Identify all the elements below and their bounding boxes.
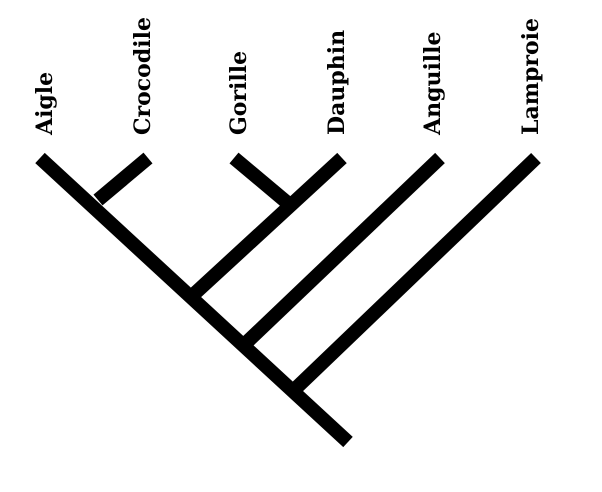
tree-branches <box>35 152 541 448</box>
taxon-label-aigle: Aigle <box>32 72 58 136</box>
branch-lamproie <box>287 152 541 398</box>
taxon-label-lamproie: Lamproie <box>518 18 544 135</box>
branch-anguille <box>241 152 445 349</box>
branch-gorille <box>229 152 295 211</box>
taxon-label-anguille: Anguille <box>420 31 446 136</box>
taxon-labels: Aigle Crocodile Gorille Dauphin Anguille… <box>32 17 544 136</box>
branch-crocodile <box>93 152 153 206</box>
taxon-label-gorille: Gorille <box>226 51 252 135</box>
taxon-label-crocodile: Crocodile <box>130 17 156 135</box>
taxon-label-dauphin: Dauphin <box>324 30 350 135</box>
branch-dauphin <box>187 152 347 302</box>
